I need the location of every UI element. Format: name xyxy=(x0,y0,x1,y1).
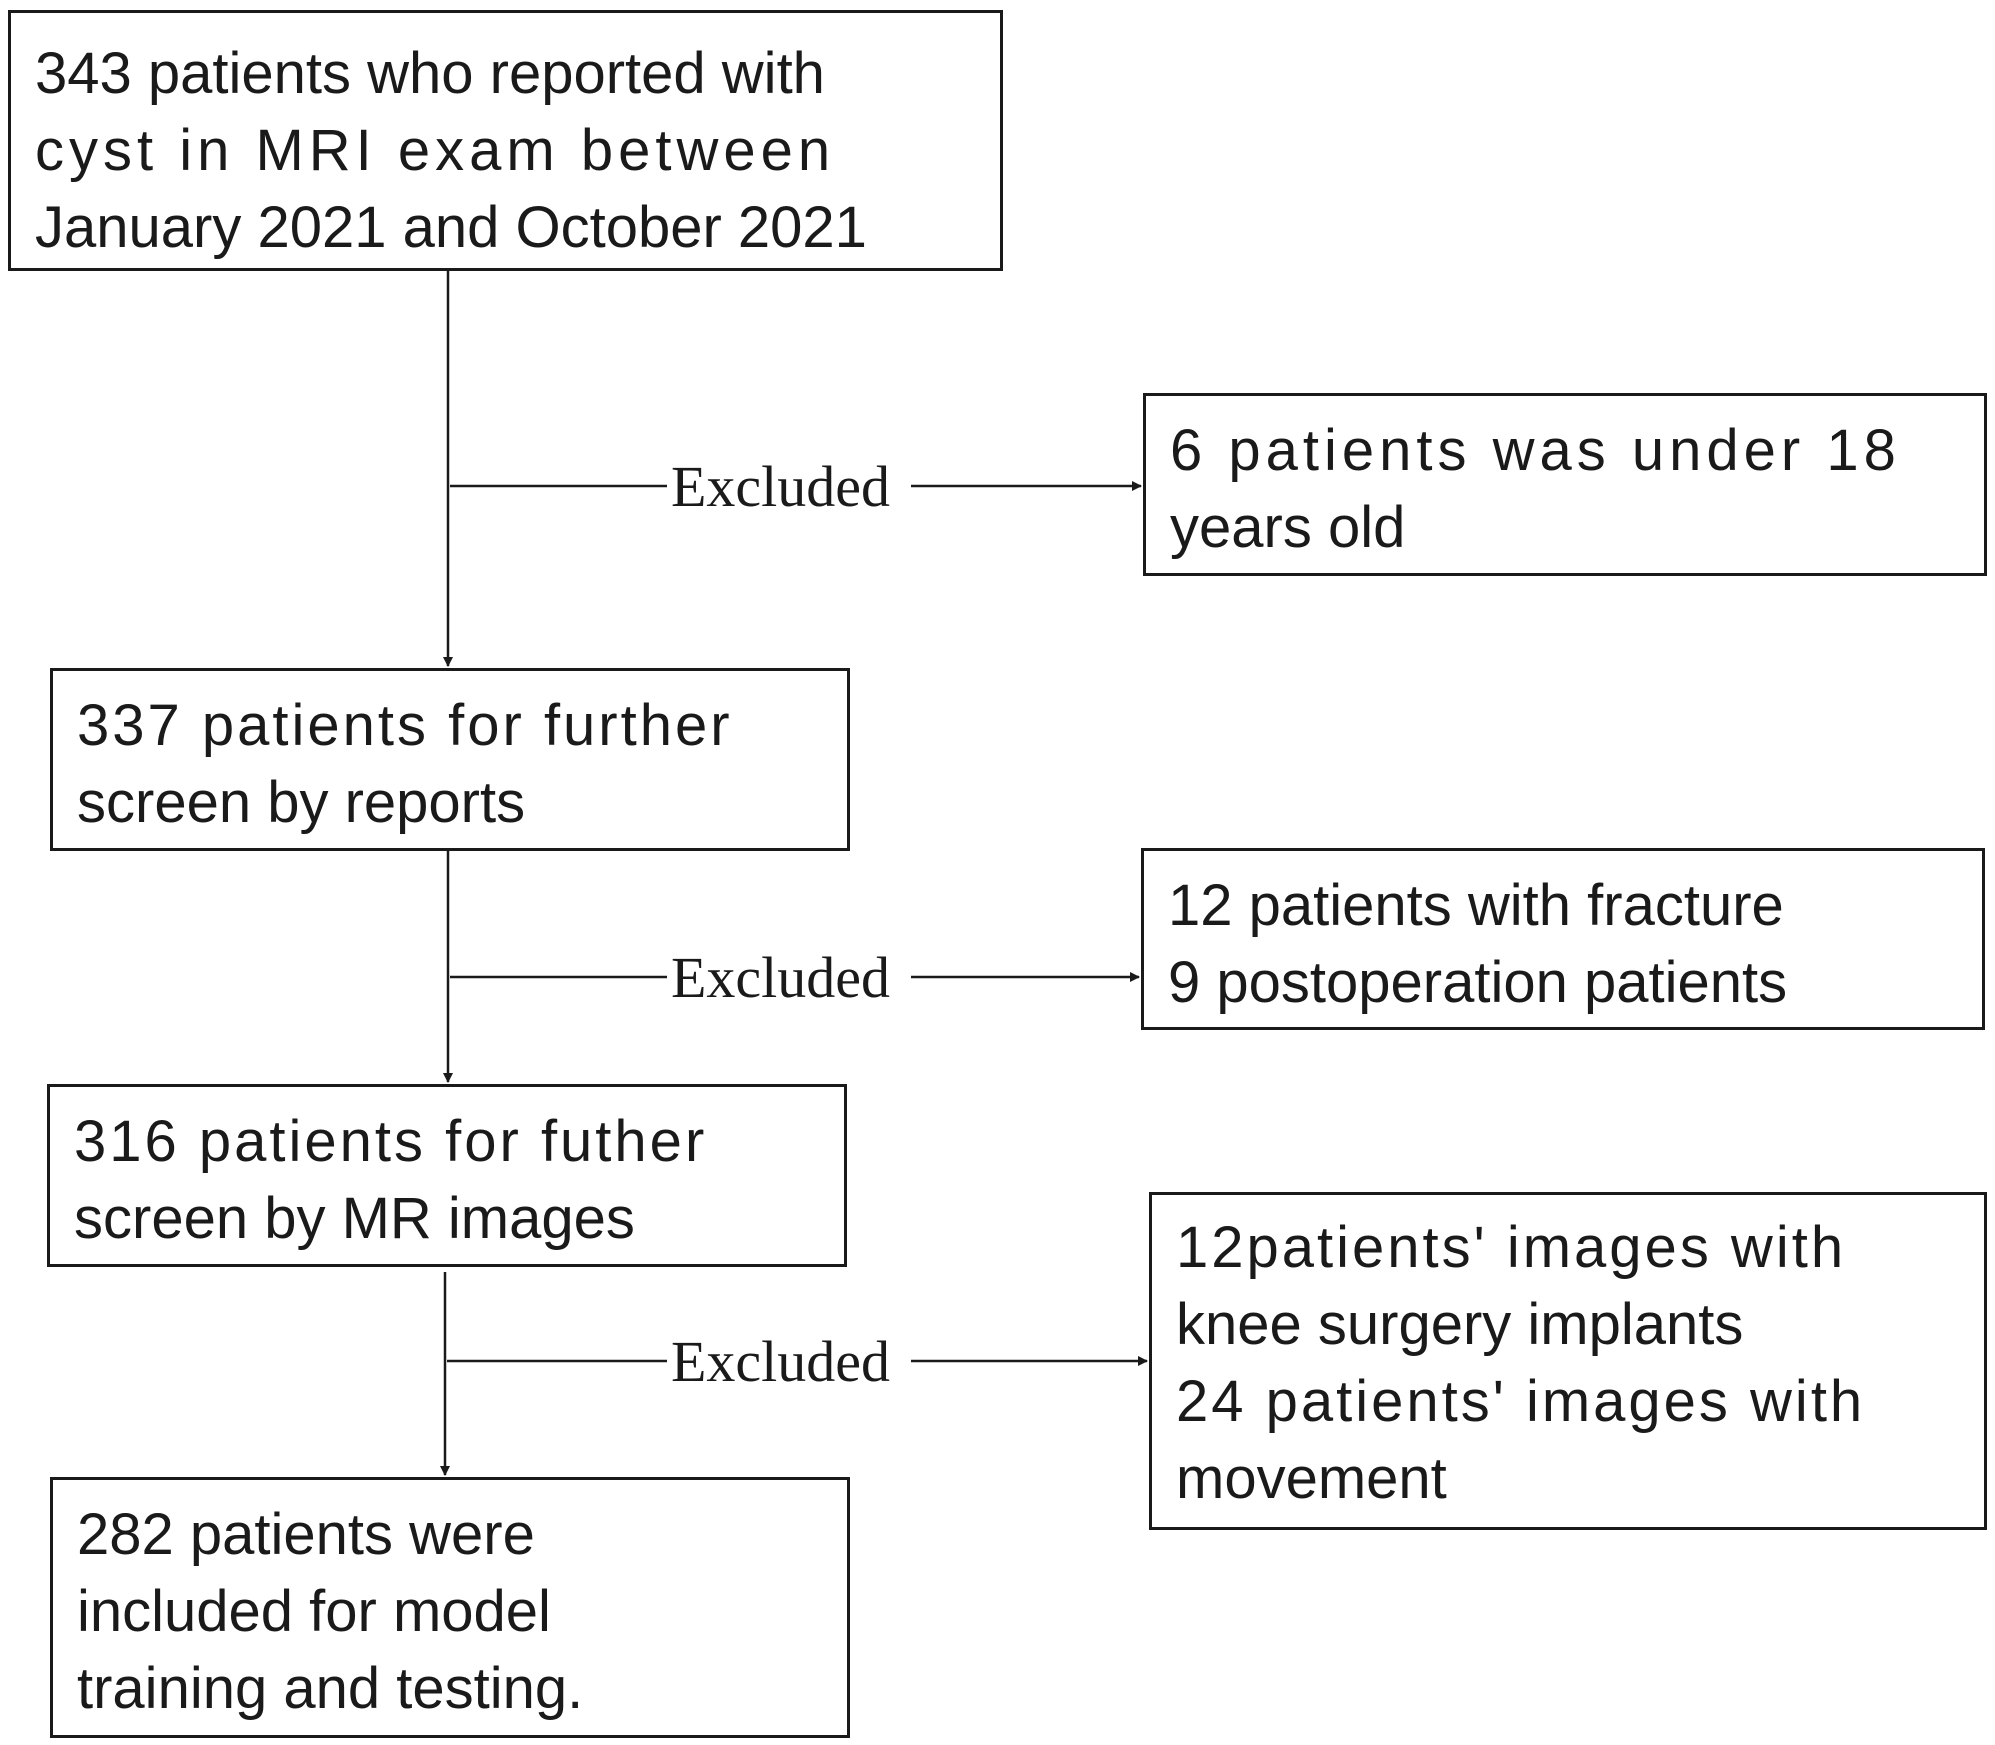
exclusion-box-age: 6 patients was under 18 years old xyxy=(1143,393,1987,576)
step-box-image-screen: 316 patients for futher screen by MR ima… xyxy=(47,1084,847,1267)
step-text: 282 patients were xyxy=(77,1502,535,1567)
step-box-final-cohort: 282 patients were included for model tra… xyxy=(50,1477,850,1738)
step-text: screen by reports xyxy=(77,770,526,835)
step-text: January 2021 and October 2021 xyxy=(35,195,867,260)
exclusion-text: 6 patients was under 18 xyxy=(1170,418,1901,483)
step-text: cyst in MRI exam between xyxy=(35,118,836,183)
exclusion-text: 12patients' images with xyxy=(1176,1215,1847,1280)
exclusion-text: years old xyxy=(1170,495,1406,560)
step-box-report-screen: 337 patients for further screen by repor… xyxy=(50,668,850,851)
step-text: screen by MR images xyxy=(74,1186,635,1251)
exclusion-box-image-quality: 12patients' images with knee surgery imp… xyxy=(1149,1192,1987,1530)
exclusion-box-fracture-postoperation: 12 patients with fracture 9 postoperatio… xyxy=(1141,848,1985,1030)
excluded-label: Excluded xyxy=(667,455,895,519)
step-text: training and testing. xyxy=(77,1656,584,1721)
step-text: 343 patients who reported with xyxy=(35,41,825,106)
step-box-initial-cohort: 343 patients who reported with cyst in M… xyxy=(8,10,1003,271)
excluded-label: Excluded xyxy=(667,946,895,1010)
exclusion-text: 24 patients' images with xyxy=(1176,1369,1866,1434)
exclusion-text: movement xyxy=(1176,1446,1447,1511)
step-text: 337 patients for further xyxy=(77,693,733,758)
step-text: 316 patients for futher xyxy=(74,1109,708,1174)
exclusion-text: knee surgery implants xyxy=(1176,1292,1744,1357)
excluded-label: Excluded xyxy=(667,1330,895,1394)
exclusion-text: 12 patients with fracture xyxy=(1168,873,1784,938)
exclusion-text: 9 postoperation patients xyxy=(1168,950,1788,1015)
step-text: included for model xyxy=(77,1579,551,1644)
